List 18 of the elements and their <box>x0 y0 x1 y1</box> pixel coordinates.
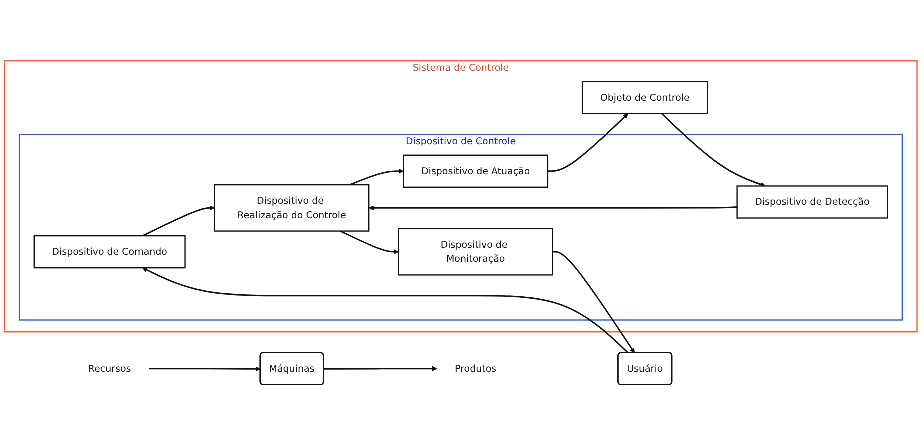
node-text: Recursos <box>88 362 132 374</box>
node-box: Dispositivo de Monitoração <box>398 228 554 276</box>
node-text: Produtos <box>455 362 497 374</box>
arrow <box>324 366 438 372</box>
arrow <box>149 366 261 372</box>
node-box: Objeto de Controle <box>582 81 708 114</box>
arrow <box>368 206 738 211</box>
node-box: Dispositivo de Atuação <box>403 154 549 188</box>
arrow <box>552 251 636 354</box>
arrow <box>548 114 628 172</box>
node-box: Dispositivo de Comando <box>34 235 186 269</box>
arrow <box>142 206 216 237</box>
arrow <box>350 168 404 186</box>
node-box: Dispositivo de Realização do Controle <box>214 184 370 232</box>
arrow <box>142 268 629 354</box>
arrow <box>340 230 399 255</box>
arrow <box>661 113 766 188</box>
node-box: Dispositivo de Detecção <box>736 186 888 219</box>
